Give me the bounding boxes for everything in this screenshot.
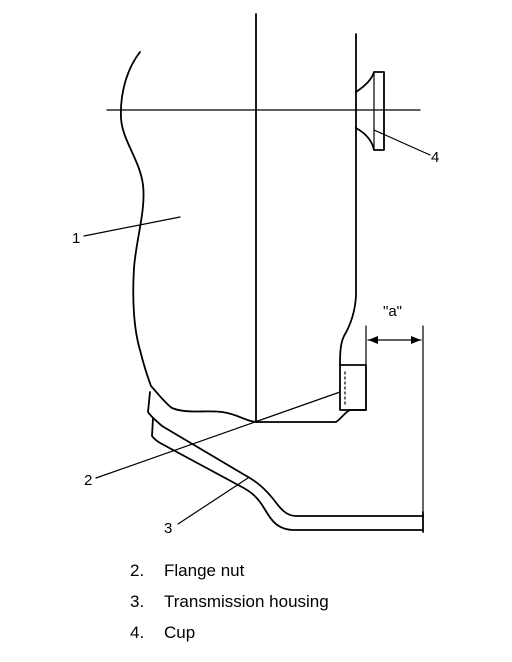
callout-2-label: 2 <box>84 472 92 489</box>
legend-item-label: Transmission housing <box>164 592 329 611</box>
part-2-flange-nut <box>339 364 367 411</box>
part-1-right-edge <box>339 33 357 366</box>
part-1-outline <box>120 51 258 423</box>
dimension-a-arrowhead-left <box>368 336 378 344</box>
leader-3 <box>177 477 249 525</box>
callout-4-label: 4 <box>431 149 439 166</box>
leader-4 <box>373 129 431 156</box>
leader-1 <box>83 216 181 237</box>
legend-item-label: Flange nut <box>164 561 245 580</box>
legend-item-number: 3. <box>130 592 145 611</box>
part-4-cup <box>355 71 385 151</box>
callout-1-label: 1 <box>72 230 80 247</box>
legend-item: 3. Transmission housing <box>130 589 329 620</box>
leader-2 <box>95 391 341 479</box>
callout-3-label: 3 <box>164 520 172 537</box>
dimension-a-label: "a" <box>383 303 402 320</box>
legend-item: 4. Cup <box>130 620 329 651</box>
legend-item: 2. Flange nut <box>130 558 329 589</box>
part-3-housing-inner <box>151 417 424 531</box>
legend-item-label: Cup <box>164 623 196 642</box>
dimension-a-arrowhead-right <box>411 336 421 344</box>
parts-legend: 2. Flange nut 3. Transmission housing 4. Cu… <box>130 558 329 651</box>
legend-item-number: 2. <box>130 561 145 580</box>
legend-item-number: 4. <box>130 623 145 642</box>
part-3-housing-outer <box>147 391 424 517</box>
